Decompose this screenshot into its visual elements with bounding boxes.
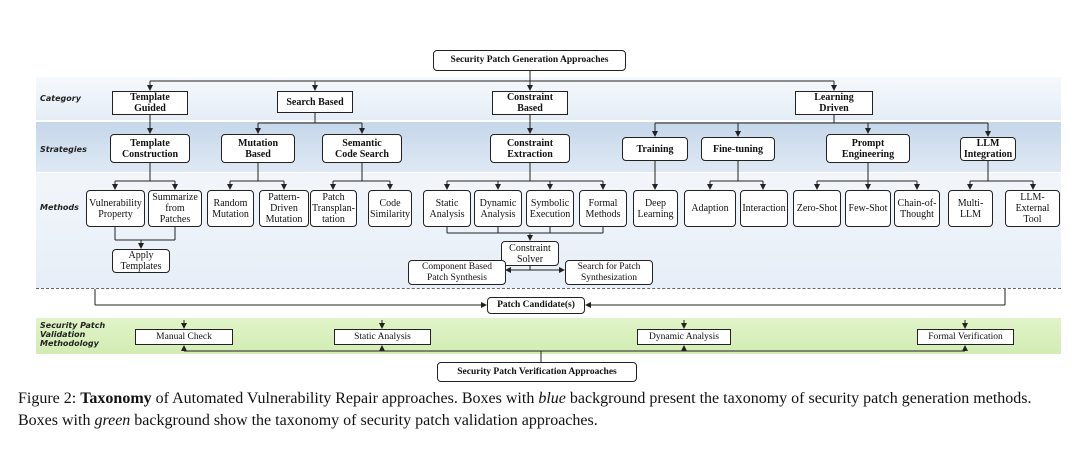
method-multi-llm: Multi- LLM [948,190,993,227]
method-apply-templates: Apply Templates [112,249,170,273]
method-pattern-driven-mutation: Pattern- Driven Mutation [259,190,309,227]
method-dynamic-analysis: Dynamic Analysis [474,190,522,227]
method-code-similarity: Code Similarity [368,190,412,227]
method-search-for-patch-synthesization: Search for Patch Synthesization [565,260,653,285]
method-static-analysis: Static Analysis [423,190,471,227]
caption-part1: of Automated Vulnerability Repair approa… [151,390,539,407]
method-interaction: Interaction [740,190,788,227]
figure-caption: Figure 2: Taxonomy of Automated Vulnerab… [18,388,1068,432]
method-formal-methods: Formal Methods [579,190,627,227]
row-label-validation: Security Patch Validation Methodology [40,321,106,348]
method-summarize-from-patches: Summarize from Patches [148,190,202,227]
strategy-template-construction: Template Construction [110,134,190,163]
strategy-constraint-extraction: Constraint Extraction [490,134,570,163]
method-few-shot: Few-Shot [845,190,891,227]
caption-part2: background present the taxonomy of secur… [18,390,1032,429]
strategy-semantic-code-search: Semantic Code Search [322,134,402,163]
caption-italic-blue: blue [538,390,566,407]
row-label-strategies: Strategies [40,145,87,154]
method-component-based-patch-synthesis: Component Based Patch Synthesis [408,260,506,285]
method-constraint-solver: Constraint Solver [501,241,559,266]
caption-italic-green: green [94,412,131,429]
strategy-fine-tuning: Fine-tuning [701,137,775,161]
method-deep-learning: Deep Learning [633,190,678,227]
method-random-mutation: Random Mutation [207,190,254,227]
method-symbolic-execution: Symbolic Execution [526,190,574,227]
strategy-training: Training [622,137,688,161]
method-adaption: Adaption [684,190,736,227]
generation-approaches-root: Security Patch Generation Approaches [433,50,626,71]
method-vulnerability-property: Vulnerability Property [86,190,145,227]
caption-bold: Taxonomy [80,390,152,407]
category-learning-driven: Learning Driven [795,91,873,115]
row-label-methods: Methods [40,203,79,212]
strategy-prompt-engineering: Prompt Engineering [826,134,910,163]
category-template-guided: Template Guided [112,91,188,115]
method-chain-of-thought: Chain-of- Thought [894,190,940,227]
patch-candidates: Patch Candidate(s) [487,297,585,314]
row-label-category: Category [40,94,81,103]
verification-approaches-root: Security Patch Verification Approaches [437,362,637,382]
strategy-mutation-based: Mutation Based [221,134,295,163]
category-constraint-based: Constraint Based [492,91,568,115]
caption-part3: background show the taxonomy of security… [130,412,598,429]
method-patch-transplantation: Patch Transplan- tation [310,190,357,227]
validation-dynamic-analysis: Dynamic Analysis [637,329,731,345]
dashed-separator [36,288,1061,289]
method-llm-external-tool: LLM- External Tool [1005,190,1060,227]
caption-prefix: Figure 2: [18,390,81,407]
strategy-llm-integration: LLM Integration [960,137,1016,161]
validation-manual-check: Manual Check [135,329,233,345]
method-zero-shot: Zero-Shot [793,190,841,227]
validation-formal-verification: Formal Verification [917,329,1014,345]
validation-static-analysis: Static Analysis [334,329,431,345]
category-search-based: Search Based [277,91,353,113]
